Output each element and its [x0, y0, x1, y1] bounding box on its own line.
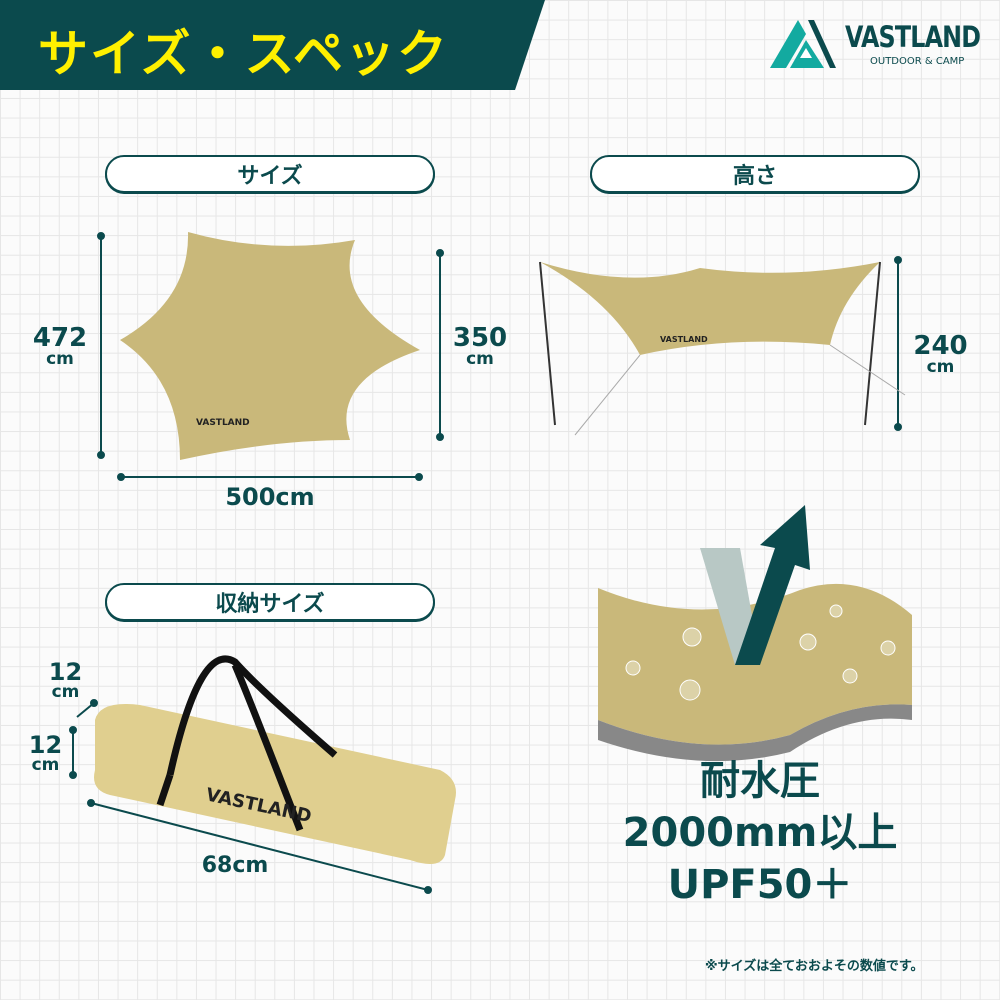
height-heading: 高さ — [590, 155, 920, 193]
upf-rating: UPF50＋ — [667, 862, 853, 908]
storage-heading: 収納サイズ — [105, 583, 435, 621]
dimension-lines — [69, 232, 902, 894]
logo-mark-icon — [770, 20, 836, 68]
water-resistance-label: 耐水圧 — [700, 758, 820, 804]
svg-text:VASTLAND: VASTLAND — [660, 335, 708, 344]
logo-brand: VASTLAND — [845, 20, 981, 54]
header-banner — [0, 0, 545, 90]
size-heading: サイズ — [105, 155, 435, 193]
water-resistance-value: 2000mm以上 — [622, 810, 898, 856]
tarp-width-label: 500cm — [225, 483, 315, 511]
vastland-logo: VASTLAND OUTDOOR & CAMP — [770, 18, 985, 73]
hexagon-tarp — [120, 232, 420, 460]
svg-text:VASTLAND: VASTLAND — [196, 418, 250, 428]
tarp-height-illustration: VASTLAND — [539, 261, 906, 436]
waterproof-illustration — [598, 505, 912, 762]
logo-tagline: OUTDOOR & CAMP — [870, 56, 965, 67]
page-title: サイズ・スペック — [38, 25, 449, 83]
size-disclaimer: ※サイズは全ておおよその数値です。 — [705, 959, 924, 974]
storage-bag-illustration: VASTLAND — [94, 655, 456, 864]
bag-length-label: 68cm — [201, 853, 269, 878]
